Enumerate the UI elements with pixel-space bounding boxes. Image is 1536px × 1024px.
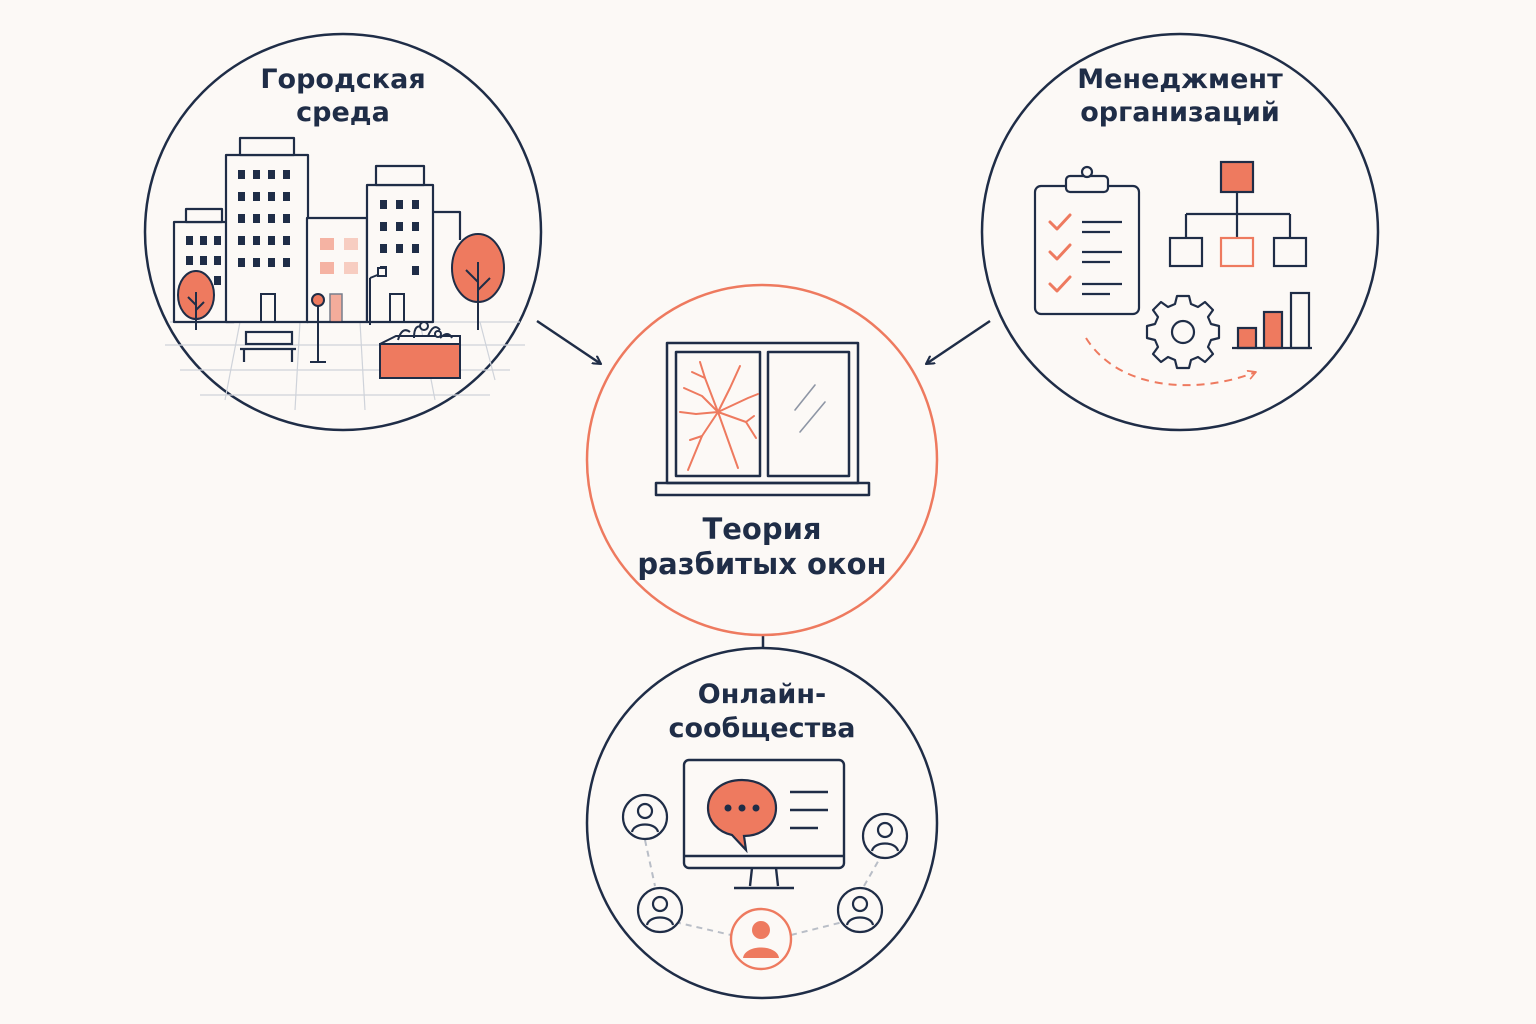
gear-icon [1145,294,1221,370]
online-node: Онлайн- сообщества [585,646,939,1000]
arrow-management-to-center [926,319,991,364]
online-community-icon [621,758,909,971]
center-title-line2: разбитых окон [637,547,886,581]
user-avatar-icon [861,812,909,860]
chat-bubble-icon [706,778,778,854]
user-avatar-icon [836,886,884,934]
center-node: Теория разбитых окон [585,283,939,637]
urban-title-line1: Городская [260,64,425,95]
user-avatar-highlighted-icon [729,907,793,971]
user-avatar-icon [636,886,684,934]
tree-right [451,233,505,330]
building-windows [186,170,419,285]
org-chart-icon [1168,160,1308,268]
online-title-line1: Онлайн- [698,679,826,710]
user-avatar-icon [621,793,669,841]
arrow-urban-to-center [536,319,601,364]
planter [379,321,461,379]
online-title-line2: сообщества [668,713,855,744]
clipboard-icon [1033,165,1141,316]
tree-left [177,270,215,330]
checkmark-icons [1048,213,1072,293]
urban-title-line2: среда [296,97,390,128]
bench [240,330,296,362]
bar-chart-icon [1232,291,1312,350]
management-title-line1: Менеджмент [1077,64,1283,95]
center-circle [585,283,939,637]
city-icon [165,136,525,411]
street-lamp [310,267,387,363]
management-title-line2: организаций [1080,97,1280,128]
organization-icon [1033,160,1312,387]
urban-node: Городская среда [143,32,543,432]
broken-window-icon [654,341,871,497]
center-title-line1: Теория [702,512,821,546]
management-node: Менеджмент организаций [980,32,1380,432]
network-links [644,839,881,936]
